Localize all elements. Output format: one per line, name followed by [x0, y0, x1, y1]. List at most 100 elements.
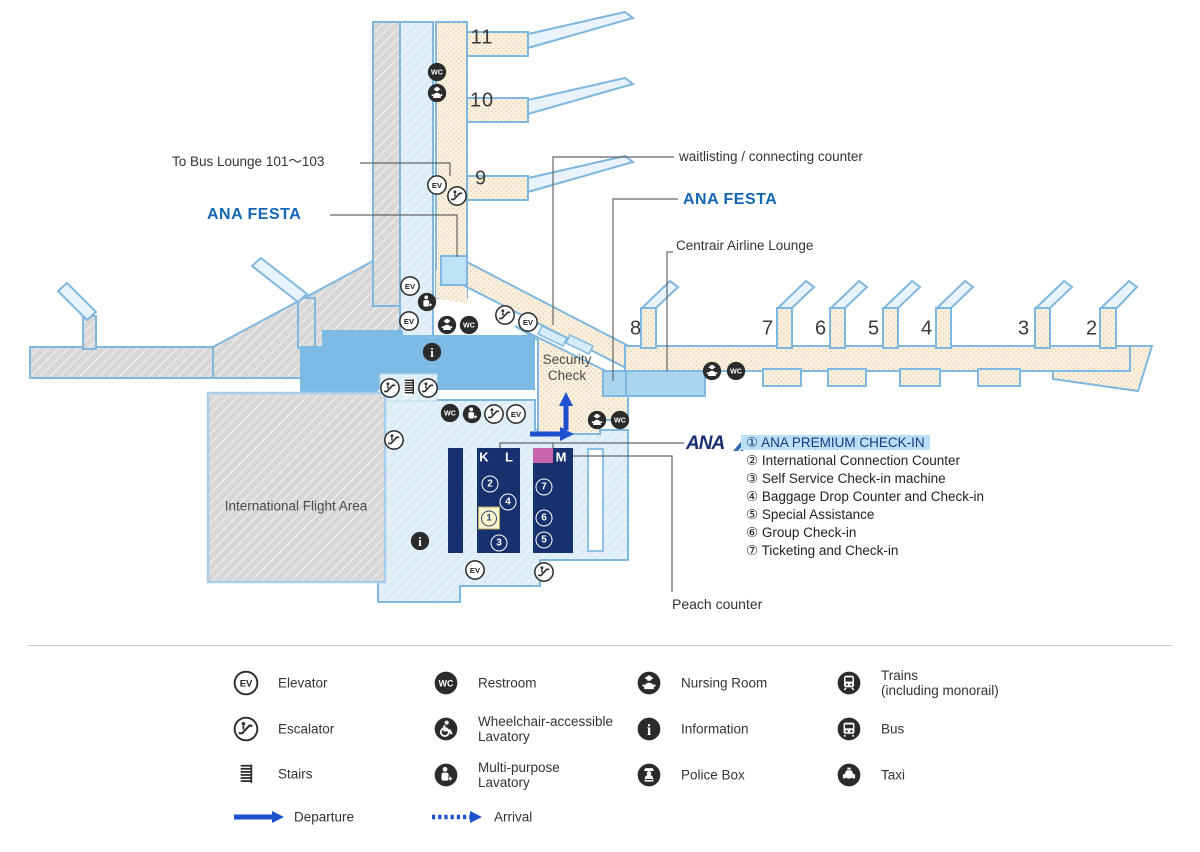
escalator-icon	[380, 378, 401, 399]
departure-flow-arrows	[530, 392, 574, 441]
arrival-arrow	[430, 811, 482, 824]
counter-m-label: M	[555, 449, 567, 465]
legend-label: Trains(including monorail)	[881, 668, 999, 698]
legend-label: Stairs	[278, 766, 313, 782]
gate-10-label: 10	[469, 89, 495, 112]
legend-label: Elevator	[278, 675, 328, 691]
ev-icon: EV	[427, 175, 448, 196]
ana-counter-item: ④ Baggage Drop Counter and Check-in	[746, 489, 984, 504]
legend-label: Information	[681, 721, 749, 737]
multipurpose-icon	[417, 292, 438, 313]
legend-label: Bus	[881, 721, 905, 737]
svg-text:i: i	[647, 722, 652, 739]
ev-icon: EV	[506, 404, 527, 425]
airline-lounge-label: Centrair Airline Lounge	[676, 238, 814, 253]
gate-8-label: 8	[629, 317, 643, 340]
svg-text:WC: WC	[730, 368, 742, 376]
legend-label: Departure	[294, 809, 355, 825]
terminal-floorplan	[29, 10, 1154, 603]
svg-text:WC: WC	[444, 410, 456, 418]
departure-arrow	[232, 811, 284, 824]
wc-icon: WC	[433, 670, 459, 696]
service-point-7: 7	[535, 478, 553, 496]
info-icon: i	[422, 342, 443, 363]
ana-counter-item: ⑦ Ticketing and Check-in	[746, 543, 899, 558]
gate-6-label: 6	[814, 317, 828, 340]
bus-lounge-label: To Bus Lounge 101〜103	[172, 154, 325, 169]
service-point-4: 4	[499, 493, 517, 511]
ev-icon: EV	[399, 311, 420, 332]
gate-7-label: 7	[761, 317, 775, 340]
nursing-icon	[702, 361, 723, 382]
legend-label: Taxi	[881, 767, 906, 783]
svg-text:i: i	[430, 346, 434, 360]
svg-text:EV: EV	[432, 181, 443, 190]
legend-label: Police Box	[681, 767, 745, 783]
multipurpose-icon	[462, 404, 483, 425]
wc-icon: WC	[440, 403, 461, 424]
legend-divider	[28, 645, 1172, 646]
counter-l-label: L	[505, 449, 513, 465]
gate-9-label: 9	[474, 167, 488, 190]
svg-text:EV: EV	[405, 282, 416, 291]
escalator-icon	[418, 378, 439, 399]
nursing-icon	[437, 315, 458, 336]
taxi-icon	[836, 762, 862, 788]
nursing-icon	[636, 670, 662, 696]
gate-11-label: 11	[470, 26, 494, 49]
ev-icon: EV	[465, 560, 486, 581]
svg-text:EV: EV	[470, 566, 481, 575]
escalator-icon	[447, 186, 468, 207]
peach-counter-label: Peach counter	[672, 596, 763, 612]
nursing-icon	[427, 83, 448, 104]
wheelchair-icon	[433, 716, 459, 742]
svg-text:WC: WC	[431, 69, 443, 77]
legend-label: Escalator	[278, 721, 335, 737]
service-point-6: 6	[535, 509, 553, 527]
police-icon	[636, 762, 662, 788]
wc-icon: WC	[610, 410, 631, 431]
legend-label: Nursing Room	[681, 675, 768, 691]
service-point-5: 5	[535, 531, 553, 549]
info-icon: i	[410, 531, 431, 552]
legend-label: Restroom	[478, 675, 537, 691]
escalator-icon	[484, 404, 505, 425]
info-icon: i	[636, 716, 662, 742]
waitlisting-counter-label: waitlisting / connecting counter	[679, 149, 863, 164]
svg-text:WC: WC	[463, 322, 475, 330]
escalator-icon	[384, 430, 405, 451]
international-flight-area-label: International Flight Area	[224, 498, 368, 514]
bus-icon	[836, 716, 862, 742]
wc-icon: WC	[459, 315, 480, 336]
escalator-icon	[495, 305, 516, 326]
ana-counter-item: ② International Connection Counter	[746, 453, 960, 468]
nursing-icon	[587, 410, 608, 431]
svg-text:WC: WC	[614, 417, 626, 425]
peach-counter-marker	[533, 448, 553, 463]
gate-2-label: 2	[1085, 317, 1099, 340]
svg-text:EV: EV	[511, 410, 522, 419]
ana-counter-item: ① ANA PREMIUM CHECK-IN	[741, 434, 984, 452]
svg-text:WC: WC	[439, 678, 454, 688]
ev-icon: EV	[233, 670, 259, 696]
service-point-1: 1	[478, 506, 500, 530]
stairs-icon	[399, 377, 420, 398]
ana-counter-item: ⑥ Group Check-in	[746, 525, 857, 540]
ana-counter-item: ⑤ Special Assistance	[746, 507, 875, 522]
legend-label: Arrival	[494, 809, 533, 825]
wc-icon: WC	[726, 361, 747, 382]
ev-icon: EV	[518, 312, 539, 333]
svg-text:EV: EV	[404, 317, 415, 326]
svg-text:i: i	[418, 535, 422, 549]
train-icon	[836, 670, 862, 696]
checkin-counter-bar	[448, 448, 463, 553]
gate-3-label: 3	[1017, 317, 1031, 340]
ana-festa-logo: ANA FESTA	[207, 206, 302, 223]
ana-festa-logo-2: ANA FESTA	[683, 191, 778, 208]
ev-icon: EV	[400, 276, 421, 297]
gate-5-label: 5	[867, 317, 881, 340]
escalator-icon	[534, 562, 555, 583]
